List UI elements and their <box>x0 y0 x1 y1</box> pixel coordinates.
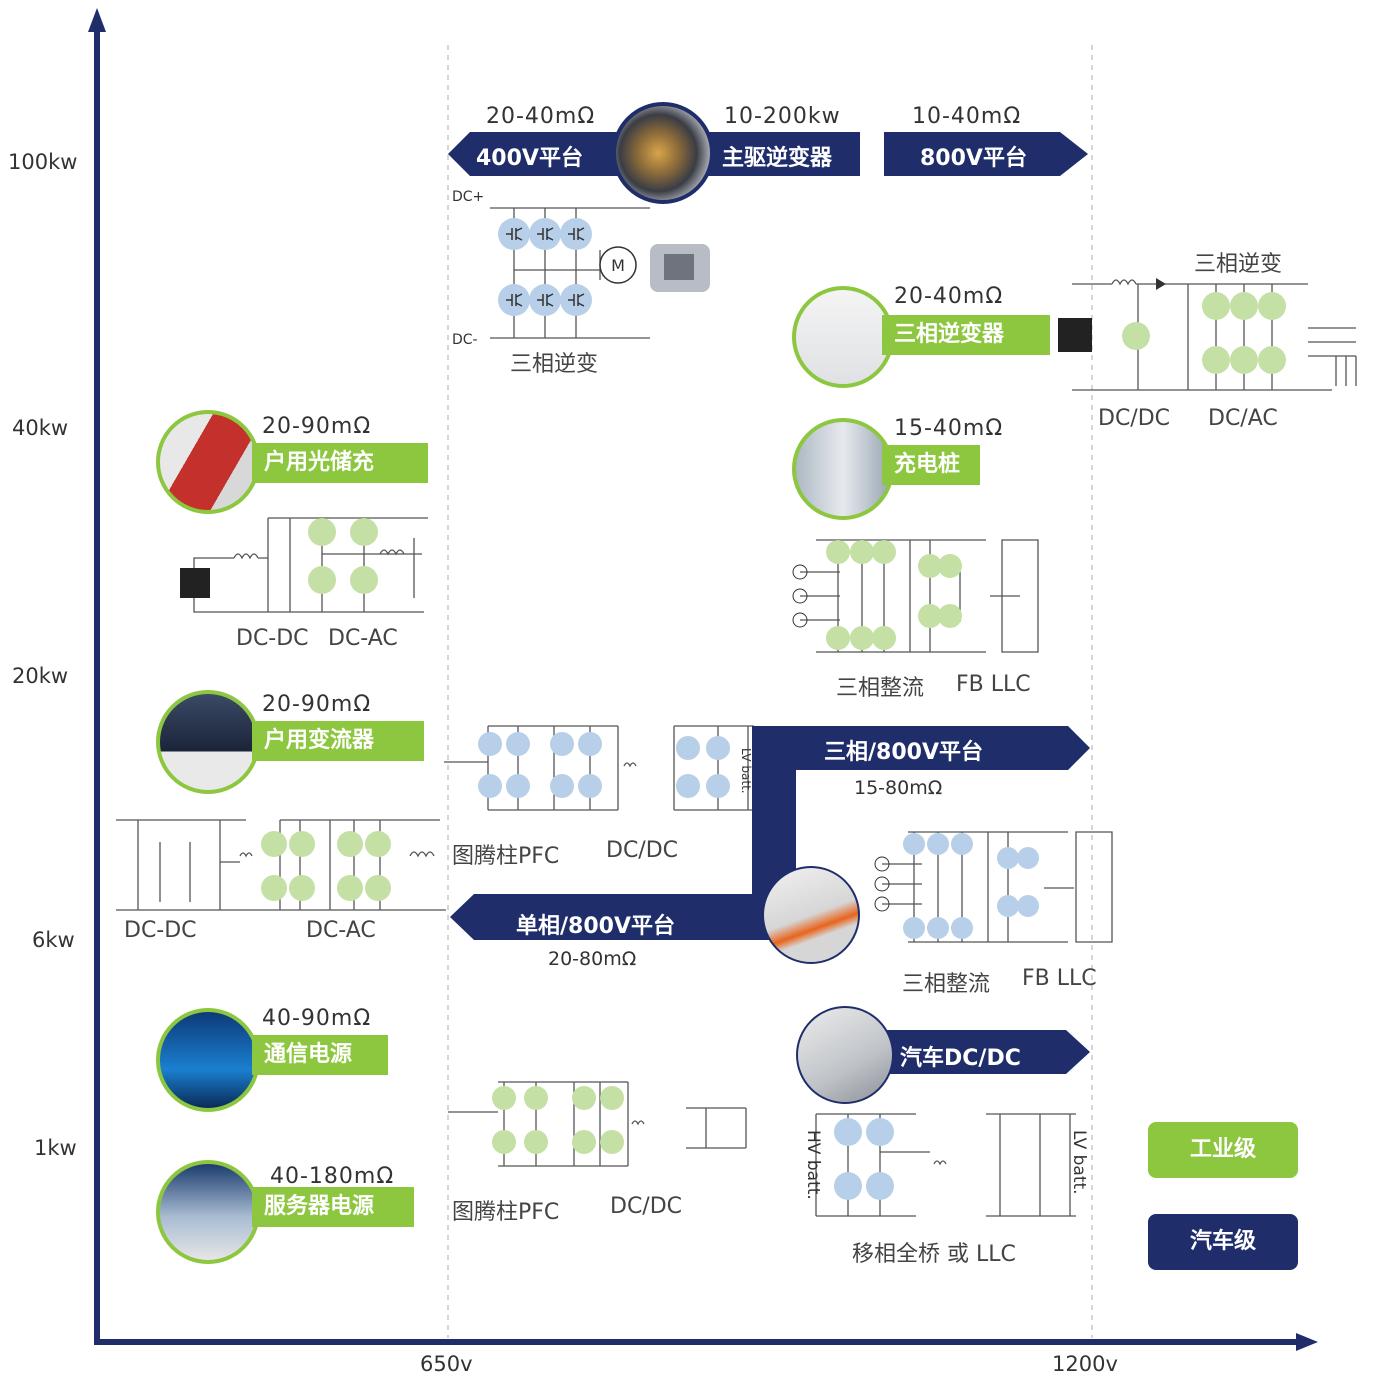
srv-dcdc-caption: DC/DC <box>610 1194 683 1219</box>
srv-pfc-caption: 图腾柱PFC <box>452 1200 560 1225</box>
obc3-rect-caption: 三相整流 <box>902 972 991 997</box>
charger-schematic <box>792 539 1039 653</box>
motor-symbol: M <box>611 256 625 275</box>
legend-automotive: 汽车级 <box>1148 1214 1298 1270</box>
three-phase-inv-label: 三相逆变器 <box>882 315 1050 355</box>
obc-schematic: LV batt. <box>444 725 754 811</box>
auto-dcdc-arrow <box>866 1030 1090 1074</box>
home-dcac-caption: DC-AC <box>306 918 376 943</box>
telecom-image <box>156 1008 260 1112</box>
y-tick-6kw: 6kw <box>32 928 75 952</box>
auto-topo-caption: 移相全桥 或 LLC <box>852 1242 1016 1267</box>
pv-storage-image <box>156 410 260 514</box>
pv-dcac-caption: DC-AC <box>328 626 398 651</box>
single-phase-800-ohm: 20-80mΩ <box>548 948 637 970</box>
charger-label: 充电桩 <box>882 445 980 485</box>
traction-caption: 三相逆变 <box>510 352 599 377</box>
dc-minus-label: DC- <box>452 332 478 348</box>
obc3-llc-caption: FB LLC <box>1022 966 1097 991</box>
three-phase-inv-ohm: 20-40mΩ <box>894 284 1004 309</box>
chg-llc-caption: FB LLC <box>956 672 1031 697</box>
auto-dcdc-schematic: HV batt. LV batt. <box>803 1113 1089 1217</box>
home-inverter-image <box>156 690 260 794</box>
single-phase-800-label: 单相/800V平台 <box>516 914 675 939</box>
telecom-label: 通信电源 <box>252 1035 388 1075</box>
chg-rect-caption: 三相整流 <box>836 676 925 701</box>
three-phase-800-label: 三相/800V平台 <box>824 740 983 765</box>
obc3-schematic <box>874 831 1113 943</box>
server-ohm: 40-180mΩ <box>270 1164 395 1189</box>
server-label: 服务器电源 <box>252 1187 414 1227</box>
p800-ohm: 10-40mΩ <box>912 104 1022 129</box>
obc-pfc-caption: 图腾柱PFC <box>452 844 560 869</box>
hv-batt-label: HV batt. <box>803 1130 823 1200</box>
auto-dcdc-label: 汽车DC/DC <box>900 1046 1021 1071</box>
charging-pile-image <box>792 418 894 520</box>
p800-label: 800V平台 <box>920 146 1027 171</box>
inv3-dcac: DC/AC <box>1208 406 1278 431</box>
inv3-dcdc: DC/DC <box>1098 406 1171 431</box>
inv3-title: 三相逆变 <box>1194 252 1283 277</box>
pv-storage-ohm: 20-90mΩ <box>262 414 372 439</box>
y-tick-1kw: 1kw <box>34 1136 77 1160</box>
server-psu-schematic <box>448 1081 747 1167</box>
motor-image <box>612 102 714 204</box>
y-tick-20kw: 20kw <box>12 664 69 688</box>
home-inverter-label: 户用变流器 <box>252 721 424 761</box>
lv-batt-label: LV batt. <box>1069 1130 1089 1195</box>
obc-lv-batt: LV batt. <box>739 748 753 794</box>
obc-dcdc-caption: DC/DC <box>606 838 679 863</box>
server-image <box>156 1160 260 1264</box>
auto-dcdc-image <box>796 1006 894 1104</box>
main-inverter-label: 主驱逆变器 <box>722 146 833 171</box>
dc-plus-label: DC+ <box>452 189 485 205</box>
telecom-ohm: 40-90mΩ <box>262 1006 372 1031</box>
x-tick-650v: 650v <box>420 1352 473 1376</box>
home-dcdc-caption: DC-DC <box>124 918 197 943</box>
800v-platform-arrows <box>450 726 1090 940</box>
p400-label: 400V平台 <box>476 146 583 171</box>
pv-storage-schematic <box>180 517 428 613</box>
three-phase-inverter-image <box>792 286 894 388</box>
y-tick-40kw: 40kw <box>12 416 69 440</box>
main-inverter-power: 10-200kw <box>724 104 841 129</box>
x-tick-1200v: 1200v <box>1052 1352 1118 1376</box>
three-phase-inv-schematic <box>1058 278 1357 391</box>
pv-dcdc-caption: DC-DC <box>236 626 309 651</box>
traction-schematic: M <box>490 207 710 339</box>
pv-storage-label: 户用光储充 <box>252 443 428 483</box>
home-inverter-schematic <box>116 819 446 911</box>
y-tick-100kw: 100kw <box>8 150 78 174</box>
platform-arrows <box>448 132 1088 176</box>
charger-ohm: 15-40mΩ <box>894 416 1004 441</box>
home-inverter-ohm: 20-90mΩ <box>262 692 372 717</box>
p400-ohm: 20-40mΩ <box>486 104 596 129</box>
legend-industrial: 工业级 <box>1148 1122 1298 1178</box>
three-phase-800-ohm: 15-80mΩ <box>854 777 943 799</box>
obc-module-image <box>762 866 860 964</box>
